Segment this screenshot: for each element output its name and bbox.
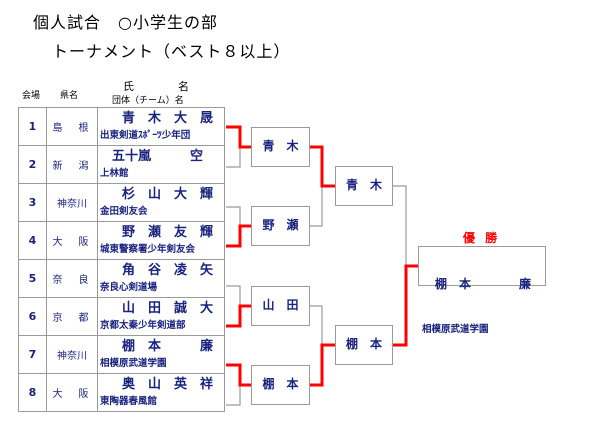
bracket-line-loser (226, 147, 241, 168)
header-name: 氏 名 (123, 80, 189, 93)
player-cell: 杉 山 大 輝 金田剣友会 (97, 183, 225, 222)
bracket-line-loser (226, 285, 241, 306)
bracket-line-loser (226, 206, 241, 226)
player-team: 東陶器春風館 (100, 396, 158, 407)
player-name: 山 田 誠 大 (122, 301, 214, 316)
table-row: 8 大 阪 奥 山 英 祥 東陶器春風館 (18, 373, 225, 412)
table-row: 4 大 阪 野 瀬 友 輝 城東警察署少年剣友会 (18, 221, 225, 260)
bracket-line-winner (226, 224, 251, 248)
player-cell: 山 田 誠 大 京都太秦少年剣道部 (97, 297, 225, 336)
bracket-line-loser (310, 186, 323, 227)
bracket-line-winner (310, 145, 335, 188)
quarterfinal-winner-box: 山 田 (251, 286, 310, 326)
bracket-line-loser (226, 385, 241, 406)
bracket-line-winner (310, 343, 335, 387)
semifinal-winner-box: 棚 本 (335, 325, 393, 365)
table-row: 1 島 根 青 木 大 晟 出東剣道ｽﾎﾟｰﾂ少年団 (18, 107, 225, 146)
quarterfinal-winner-box: 青 木 (251, 127, 310, 167)
player-name: 棚 本 廉 (122, 339, 214, 354)
venue-cell: 6 (18, 297, 47, 336)
header-venue: 会場 (22, 91, 41, 101)
prefecture-cell: 島 根 (46, 107, 98, 146)
bracket-line-loser (310, 305, 323, 345)
page-title: 個人試合 ○小学生の部 (33, 13, 218, 32)
player-name: 角 谷 凌 矢 (122, 263, 214, 278)
player-cell: 青 木 大 晟 出東剣道ｽﾎﾟｰﾂ少年団 (97, 107, 225, 146)
player-name: 青 木 大 晟 (122, 111, 214, 126)
player-team: 京都太秦少年剣道部 (100, 320, 186, 331)
champion-name: 棚 本 廉 (435, 277, 532, 291)
prefecture-cell: 神奈川 (46, 183, 98, 222)
champion-label: 優 勝 (463, 231, 501, 245)
table-row: 7 神奈川 棚 本 廉 相模原武道学園 (18, 335, 225, 374)
table-row: 3 神奈川 杉 山 大 輝 金田剣友会 (18, 183, 225, 222)
bracket-line-winner (226, 363, 251, 387)
entries-table: 1 島 根 青 木 大 晟 出東剣道ｽﾎﾟｰﾂ少年団 2 新 潟 五十嵐 空 上… (18, 107, 225, 412)
prefecture-cell: 奈 良 (46, 259, 98, 298)
header-prefecture: 県名 (60, 91, 79, 101)
player-name: 野 瀬 友 輝 (122, 225, 214, 240)
venue-cell: 1 (18, 107, 47, 146)
page-subtitle: トーナメント（ベスト８以上） (52, 42, 291, 61)
semifinal-winner-box: 青 木 (335, 166, 393, 206)
venue-cell: 8 (18, 373, 47, 412)
bracket-line-winner (393, 264, 418, 347)
bracket-line-winner (226, 125, 251, 149)
venue-cell: 2 (18, 145, 47, 184)
player-team: 奈良心剣道場 (100, 282, 158, 293)
player-team: 城東警察署少年剣友会 (100, 244, 196, 255)
prefecture-cell: 大 阪 (46, 221, 98, 260)
player-name: 奥 山 英 祥 (122, 377, 214, 392)
player-cell: 奥 山 英 祥 東陶器春風館 (97, 373, 225, 412)
player-team: 相模原武道学園 (100, 358, 167, 369)
player-team: 上林館 (100, 168, 129, 179)
quarterfinal-winner-box: 野 瀬 (251, 206, 310, 246)
venue-cell: 4 (18, 221, 47, 260)
quarterfinal-winner-box: 棚 本 (251, 365, 310, 405)
bracket-line-winner (226, 304, 251, 328)
champion-box: 棚 本 廉 相模原武道学園 (418, 246, 546, 335)
player-cell: 五十嵐 空 上林館 (97, 145, 225, 184)
champion-team: 相模原武道学園 (422, 324, 489, 335)
player-name: 五十嵐 空 (112, 149, 204, 164)
header-team: 団体（チーム）名 (112, 96, 184, 106)
player-team: 出東剣道ｽﾎﾟｰﾂ少年団 (100, 130, 191, 141)
player-team: 金田剣友会 (100, 206, 148, 217)
player-cell: 角 谷 凌 矢 奈良心剣道場 (97, 259, 225, 298)
table-row: 6 京 都 山 田 誠 大 京都太秦少年剣道部 (18, 297, 225, 336)
player-name: 杉 山 大 輝 (122, 187, 214, 202)
table-row: 2 新 潟 五十嵐 空 上林館 (18, 145, 225, 184)
venue-cell: 7 (18, 335, 47, 374)
player-cell: 野 瀬 友 輝 城東警察署少年剣友会 (97, 221, 225, 260)
bracket-line-loser (393, 185, 407, 266)
player-cell: 棚 本 廉 相模原武道学園 (97, 335, 225, 374)
table-row: 5 奈 良 角 谷 凌 矢 奈良心剣道場 (18, 259, 225, 298)
